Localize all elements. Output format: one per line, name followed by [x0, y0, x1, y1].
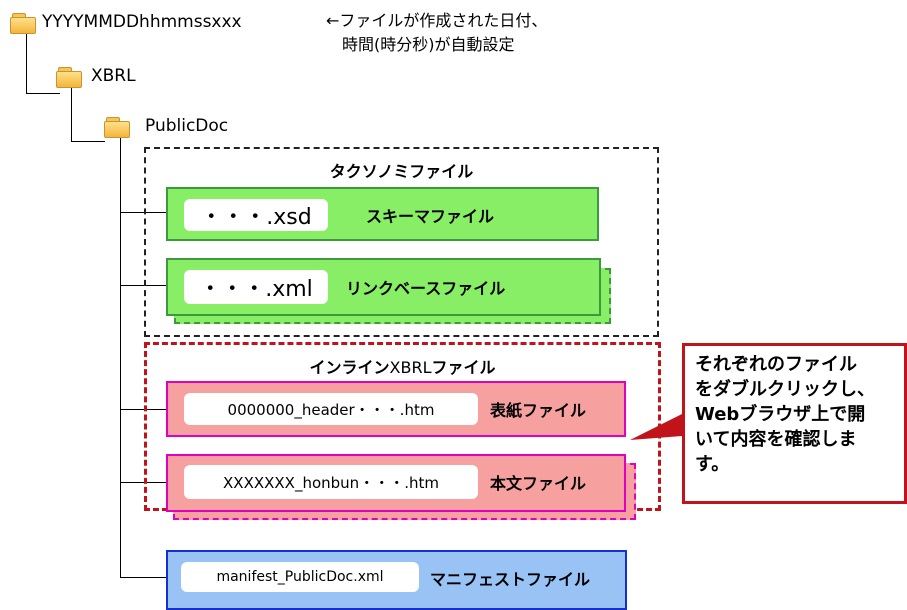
schema-file-name: ・・・.xsd: [184, 199, 328, 231]
linkbase-file-name: ・・・.xml: [184, 270, 328, 304]
header-file-type: 表紙ファイル: [490, 401, 587, 420]
publicdoc-folder-label[interactable]: PublicDoc: [145, 116, 229, 136]
xbrl-folder-icon: [56, 67, 82, 88]
callout-pointer: [630, 414, 682, 440]
taxonomy-group-title: タクソノミファイル: [329, 162, 474, 181]
honbun-file-name: XXXXXXX_honbun・・・.htm: [184, 465, 478, 499]
callout-line4: いて内容を確認しま: [695, 429, 857, 450]
root-note-line2: 時間(時分秒)が自動設定: [342, 35, 515, 54]
tree-branch: [120, 212, 166, 213]
root-note-line1: ←ファイルが作成された日付、: [326, 11, 548, 30]
callout-line1: それぞれのファイル: [695, 354, 857, 375]
inline-title-part2: XBRL: [389, 358, 432, 377]
xbrl-folder-label[interactable]: XBRL: [91, 66, 136, 86]
root-folder-label[interactable]: YYYYMMDDhhmmssxxx: [42, 12, 242, 32]
taxonomy-group-box: [144, 147, 659, 337]
callout-line5: す。: [695, 454, 730, 475]
inline-title-part3: ファイル: [431, 358, 496, 377]
header-file-name: 0000000_header・・・.htm: [184, 393, 478, 425]
manifest-file-name: manifest_PublicDoc.xml: [181, 562, 419, 592]
tree-connector: [26, 93, 60, 94]
manifest-file-type: マニフェストファイル: [430, 570, 591, 589]
tree-connector: [26, 34, 27, 94]
schema-file-type: スキーマファイル: [366, 207, 495, 226]
tree-trunk: [120, 138, 121, 578]
linkbase-file-type: リンクベースファイル: [346, 279, 506, 298]
instruction-callout: それぞれのファイル をダブルクリックし、 Webブラウザ上で開 いて内容を確認し…: [682, 343, 907, 504]
tree-connector: [71, 141, 105, 142]
tree-connector: [71, 88, 72, 142]
inline-xbrl-group-title: インラインXBRLファイル: [144, 354, 661, 378]
callout-line3: Webブラウザ上で開: [695, 404, 866, 425]
inline-title-part1: インライン: [309, 358, 390, 377]
tree-branch: [120, 482, 166, 483]
tree-branch: [120, 409, 166, 410]
publicdoc-folder-icon: [104, 117, 130, 138]
tree-branch: [120, 285, 166, 286]
honbun-file-type: 本文ファイル: [490, 474, 587, 493]
tree-branch: [120, 577, 166, 578]
callout-line2: をダブルクリックし、: [695, 379, 875, 400]
root-folder-icon: [10, 13, 36, 34]
